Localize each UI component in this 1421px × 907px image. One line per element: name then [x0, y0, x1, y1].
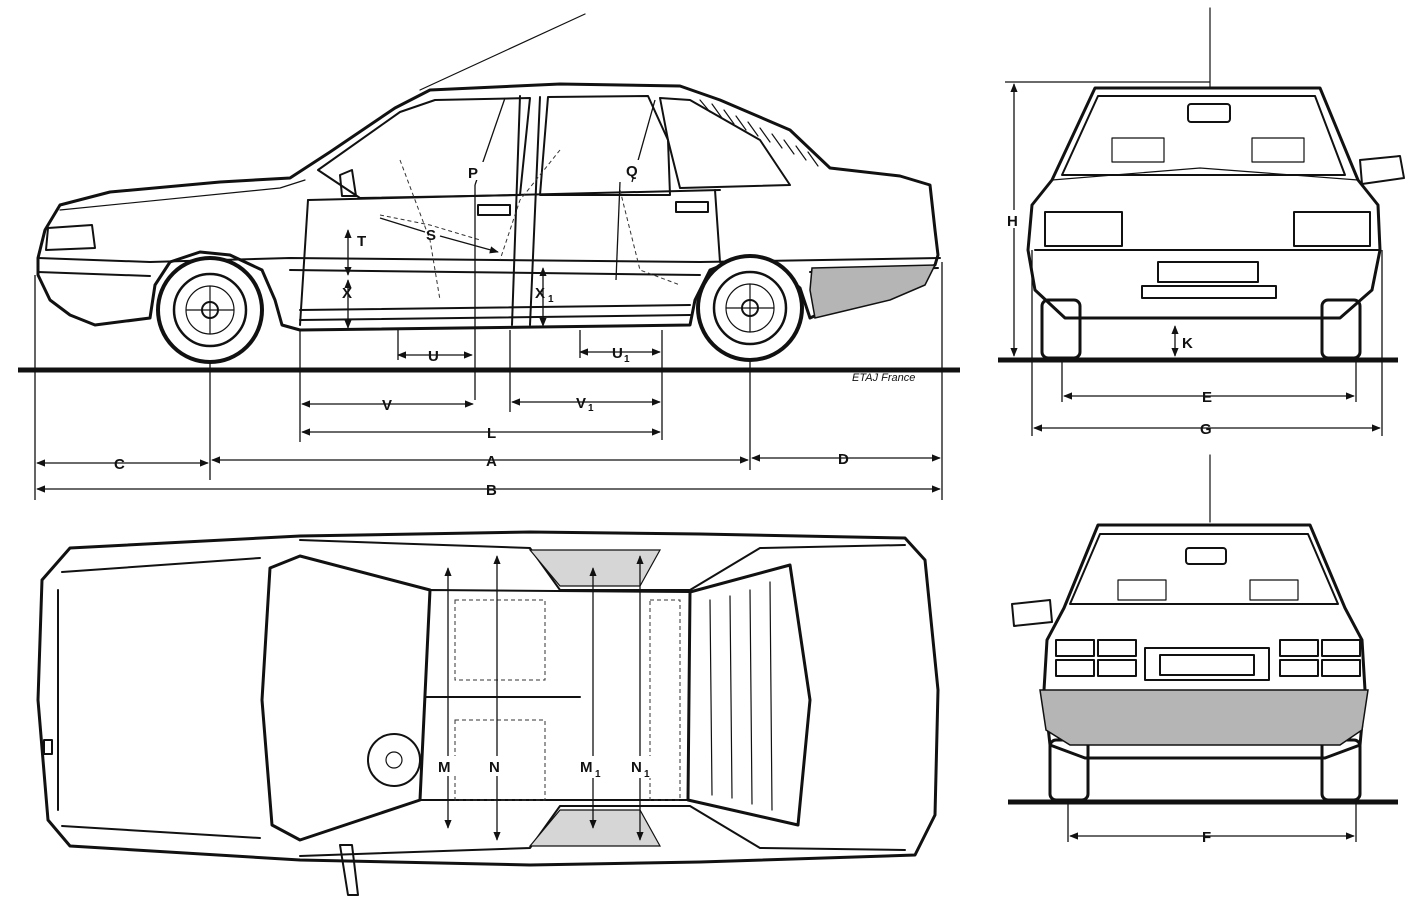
top-steering-wheel [367, 733, 421, 787]
label-S: S [426, 227, 436, 244]
label-A: A [486, 453, 497, 470]
top-steering-hub [385, 751, 403, 769]
top-view: M N M 1 N 1 [36, 530, 940, 896]
side-belt-line [307, 189, 721, 201]
rear-view: F [1008, 454, 1398, 846]
side-front-door-handle [477, 204, 511, 216]
label-T: T [357, 233, 366, 250]
label-E: E [1202, 389, 1212, 406]
front-windscreen [1061, 95, 1346, 176]
rear-plate-recess [1144, 647, 1270, 681]
dim-S-arrow [439, 235, 499, 254]
label-Q: Q [626, 163, 638, 180]
side-front-wheel [156, 256, 264, 364]
top-badge [43, 739, 53, 755]
label-G: G [1200, 421, 1212, 438]
side-bonnet-line [59, 179, 306, 211]
rear-left-headrest [1117, 579, 1167, 601]
label-P: P [468, 165, 478, 182]
label-V1: V [576, 395, 586, 412]
label-M: M [438, 759, 451, 776]
rear-rear-view-mirror [1185, 547, 1227, 565]
label-X: X [342, 285, 352, 302]
front-rear-view-mirror [1187, 103, 1231, 123]
side-bumper-line [37, 257, 941, 263]
side-b-pillar [511, 95, 521, 326]
front-bonnet-line [1051, 167, 1359, 181]
top-rear-window-lines [709, 581, 773, 811]
side-interior-dashes [379, 149, 681, 301]
label-V: V [382, 397, 392, 414]
front-right-headlight [1293, 211, 1371, 247]
dim-Q-extension [615, 181, 621, 281]
rear-bumper [1039, 689, 1369, 746]
label-U: U [428, 348, 439, 365]
rear-body-outline [1042, 523, 1367, 760]
top-windscreen [260, 554, 432, 842]
front-right-seat [1251, 137, 1305, 163]
side-b-pillar-rear [529, 96, 541, 326]
credit-text: ETAJ France [852, 372, 915, 384]
label-B: B [486, 482, 497, 499]
side-rear-door-handle [675, 201, 709, 213]
top-upper-pillar-line [299, 539, 906, 591]
label-M1: M [580, 759, 593, 776]
rear-plate [1159, 654, 1255, 676]
front-grille-lower [1141, 285, 1277, 299]
side-body-outline [36, 82, 940, 332]
rear-left-tyre [1048, 738, 1090, 802]
side-rear-window [539, 95, 671, 196]
side-view: P Q S T X X 1 U U 1 V V 1 L C A D B ETAJ… [18, 13, 960, 500]
label-C: C [114, 456, 125, 473]
side-mirror [339, 169, 357, 197]
side-front-window [317, 97, 531, 199]
label-N1-sub: 1 [644, 769, 650, 780]
label-U1: U [612, 345, 623, 362]
top-bonnet-lines [61, 557, 261, 839]
label-F: F [1202, 829, 1211, 846]
side-headlight [45, 224, 96, 251]
label-M1-sub: 1 [595, 769, 601, 780]
label-H: H [1007, 213, 1018, 230]
front-left-headlight [1044, 211, 1123, 247]
rear-right-headrest [1249, 579, 1299, 601]
front-left-seat [1111, 137, 1165, 163]
side-front-door-front-edge [299, 199, 309, 326]
dim-S-tail [379, 217, 426, 233]
label-V1-sub: 1 [588, 403, 594, 414]
top-body-outline [36, 530, 940, 867]
top-rear-window [686, 563, 812, 827]
label-N1: N [631, 759, 642, 776]
side-rocker [299, 304, 691, 321]
label-D: D [838, 451, 849, 468]
rear-right-tail-lights [1279, 639, 1361, 677]
top-mirror [339, 844, 359, 896]
side-rear-door-edge [714, 189, 721, 263]
side-antenna [419, 13, 586, 91]
rear-window [1069, 533, 1339, 605]
front-left-tyre [1040, 298, 1082, 360]
side-c-pillar-hatch [699, 99, 819, 167]
front-right-tyre [1320, 298, 1362, 360]
front-plate [1157, 261, 1259, 283]
label-L: L [487, 425, 496, 442]
side-quarter-window [659, 97, 791, 189]
top-seat-dashes [454, 599, 681, 801]
front-view: H K E G [998, 7, 1405, 438]
label-X1: X [535, 285, 545, 302]
rear-left-tail-lights [1055, 639, 1137, 677]
label-K: K [1182, 335, 1193, 352]
side-rear-bumper [809, 264, 937, 319]
top-lower-pillar-line [299, 805, 906, 857]
rear-mirror [1011, 599, 1053, 627]
front-mirror [1359, 155, 1405, 185]
side-rear-wheel [696, 254, 804, 362]
rear-right-tyre [1320, 738, 1362, 802]
label-U1-sub: 1 [624, 354, 630, 365]
label-X1-sub: 1 [548, 294, 554, 305]
label-N: N [489, 759, 500, 776]
